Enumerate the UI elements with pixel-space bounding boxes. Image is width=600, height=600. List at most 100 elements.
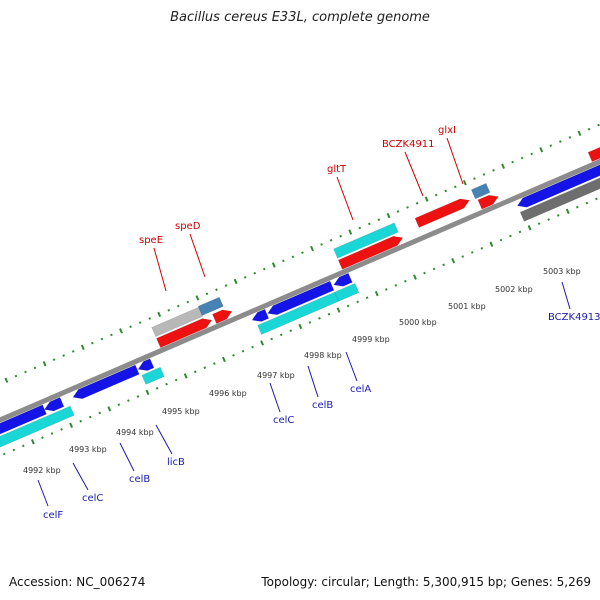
gene-label-lower: celC — [273, 415, 294, 426]
label-leader-line — [345, 351, 358, 382]
gene-label-lower: celA — [350, 384, 371, 395]
upper-tick-mark — [406, 206, 409, 209]
lower-tick-mark — [595, 197, 598, 201]
lower-tick-mark — [336, 307, 341, 313]
kbp-tick-label: 4995 kbp — [162, 407, 200, 416]
upper-tick-mark — [282, 259, 285, 263]
gene-blue — [267, 280, 335, 316]
upper-tick-mark — [530, 152, 534, 156]
upper-tick-mark — [482, 173, 486, 176]
lower-tick-mark — [451, 257, 456, 264]
gene-label-lower: celB — [312, 400, 333, 411]
lower-tick-mark — [222, 356, 226, 363]
gene-steel — [470, 183, 491, 200]
gene-label-lower: licB — [167, 457, 185, 468]
upper-tick-mark — [492, 169, 495, 172]
gene-label-lower: BCZK4913 — [548, 312, 600, 323]
upper-tick-mark — [358, 226, 362, 230]
upper-tick-mark — [473, 177, 476, 180]
label-leader-line — [561, 281, 571, 310]
lower-tick-mark — [12, 448, 16, 452]
upper-tick-mark — [71, 350, 75, 353]
lower-tick-mark — [374, 290, 379, 297]
gene-blue — [137, 358, 155, 371]
genome-backbone — [0, 158, 600, 423]
lower-tick-mark — [365, 296, 369, 300]
upper-tick-mark — [577, 130, 582, 137]
lower-tick-mark — [547, 218, 550, 221]
label-leader-line — [119, 442, 135, 472]
lower-tick-mark — [499, 238, 503, 242]
lower-tick-mark — [117, 403, 121, 407]
lower-tick-mark — [556, 214, 560, 217]
upper-tick-mark — [14, 374, 18, 378]
label-leader-line — [155, 424, 173, 455]
gene-red — [337, 235, 404, 270]
upper-tick-mark — [597, 123, 600, 127]
gene-cyan — [333, 222, 399, 259]
lower-tick-mark — [98, 411, 102, 415]
kbp-tick-label: 4997 kbp — [257, 371, 295, 380]
upper-tick-mark — [224, 284, 228, 287]
lower-tick-mark — [155, 386, 159, 390]
lower-tick-mark — [79, 419, 82, 423]
gene-blue — [516, 164, 600, 208]
lower-tick-mark — [327, 312, 331, 316]
upper-tick-mark — [4, 377, 9, 383]
lower-tick-mark — [356, 300, 359, 304]
lower-tick-mark — [413, 274, 417, 280]
upper-tick-mark — [348, 229, 353, 235]
kbp-tick-label: 5002 kbp — [495, 285, 533, 294]
lower-tick-mark — [50, 432, 54, 435]
label-leader-line — [37, 479, 49, 507]
upper-tick-mark — [310, 245, 314, 252]
gene-blue — [43, 397, 65, 412]
upper-tick-mark — [539, 147, 544, 153]
lower-tick-mark — [145, 389, 150, 396]
lower-tick-mark — [241, 349, 245, 353]
lower-tick-mark — [480, 247, 484, 250]
lower-tick-mark — [442, 263, 445, 267]
lower-tick-mark — [193, 370, 197, 374]
lower-tick-mark — [279, 333, 283, 337]
lower-tick-mark — [107, 406, 112, 412]
upper-tick-mark — [176, 304, 180, 308]
upper-tick-mark — [559, 140, 562, 143]
lower-tick-mark — [136, 395, 140, 398]
upper-tick-mark — [100, 337, 104, 341]
gene-red — [587, 146, 600, 162]
upper-tick-mark — [262, 267, 266, 271]
lower-tick-mark — [41, 436, 44, 439]
kbp-tick-label: 4999 kbp — [352, 335, 390, 344]
upper-tick-mark — [501, 163, 505, 169]
lower-tick-mark — [585, 201, 589, 205]
lower-tick-mark — [127, 399, 130, 402]
upper-tick-mark — [377, 218, 381, 222]
label-leader-line — [446, 137, 464, 185]
gene-label-upper: gltT — [327, 164, 347, 175]
lower-tick-mark — [318, 316, 321, 320]
upper-tick-mark — [110, 333, 113, 337]
upper-tick-mark — [549, 144, 553, 147]
lower-tick-mark — [22, 444, 25, 448]
gene-red — [156, 318, 213, 348]
gene-red — [477, 194, 499, 210]
lower-tick-mark — [394, 284, 398, 287]
lower-tick-mark — [69, 422, 74, 428]
lower-tick-mark — [60, 428, 63, 431]
lower-tick-mark — [2, 452, 6, 456]
kbp-tick-label: 4996 kbp — [209, 389, 247, 398]
upper-tick-mark — [62, 354, 66, 357]
upper-tick-mark — [453, 185, 457, 189]
kbp-tick-label: 5000 kbp — [399, 318, 437, 327]
upper-tick-mark — [52, 358, 56, 361]
gene-blue — [72, 364, 140, 400]
lower-tick-mark — [346, 304, 350, 308]
lower-tick-mark — [509, 234, 512, 238]
gene-red — [212, 309, 233, 324]
lower-tick-mark — [537, 222, 541, 225]
upper-tick-mark — [415, 201, 419, 205]
gene-blue — [333, 272, 353, 287]
gene-label-upper: speD — [175, 221, 201, 232]
